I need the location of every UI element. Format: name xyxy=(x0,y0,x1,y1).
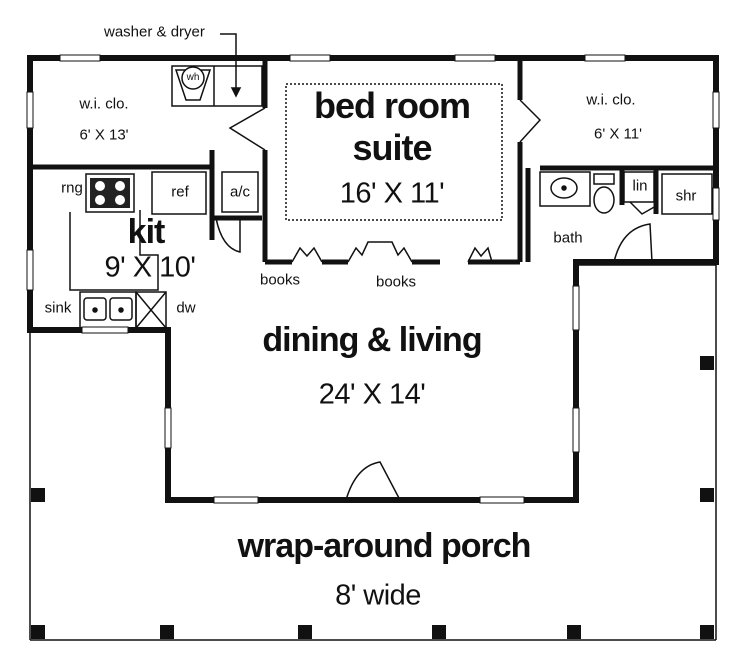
books-center-label: books xyxy=(375,273,417,291)
dining-living-size: 24' X 14' xyxy=(318,378,426,411)
right-closet-size: 6' X 11' xyxy=(594,125,642,143)
refrigerator-label: ref xyxy=(171,183,189,201)
porch-name: wrap-around porch xyxy=(237,527,532,565)
dishwasher-symbol xyxy=(135,291,167,329)
left-closet-size: 6' X 13' xyxy=(79,126,129,144)
left-closet-name: w.i. clo. xyxy=(79,95,129,113)
bath-sink-symbol xyxy=(550,177,578,199)
dining-living-name: dining & living xyxy=(262,321,482,359)
range-burners xyxy=(90,178,130,208)
porch-posts xyxy=(31,356,714,639)
shower-label: shr xyxy=(675,187,697,205)
kitchen-size: 9' X 10' xyxy=(104,251,196,284)
toilet-symbol xyxy=(593,173,615,214)
water-heater-symbol xyxy=(174,66,212,101)
ac-label: a/c xyxy=(229,183,251,201)
interior-walls xyxy=(30,58,716,265)
door-swings xyxy=(215,99,657,501)
books-left-label: books xyxy=(259,271,301,289)
porch-size: 8' wide xyxy=(335,579,421,612)
dishwasher-label: dw xyxy=(176,299,196,317)
kitchen-sink-bowls xyxy=(83,297,133,321)
thin-partitions xyxy=(69,65,713,329)
kitchen-name: kit xyxy=(127,213,166,251)
right-closet-name: w.i. clo. xyxy=(586,91,636,109)
washer-dryer-leader xyxy=(220,33,242,98)
windows xyxy=(26,54,720,504)
bath-label: bath xyxy=(553,229,583,247)
range-label: rng xyxy=(61,179,83,197)
sink-label: sink xyxy=(44,299,72,317)
bedroom-size: 16' X 11' xyxy=(339,177,445,210)
bedroom-name-line2: suite xyxy=(352,127,432,168)
water-heater-label: wh xyxy=(186,72,200,83)
washer-dryer-label: washer & dryer xyxy=(104,23,205,41)
linen-label: lin xyxy=(632,177,648,195)
bedroom-name-line1: bed room xyxy=(313,85,471,126)
